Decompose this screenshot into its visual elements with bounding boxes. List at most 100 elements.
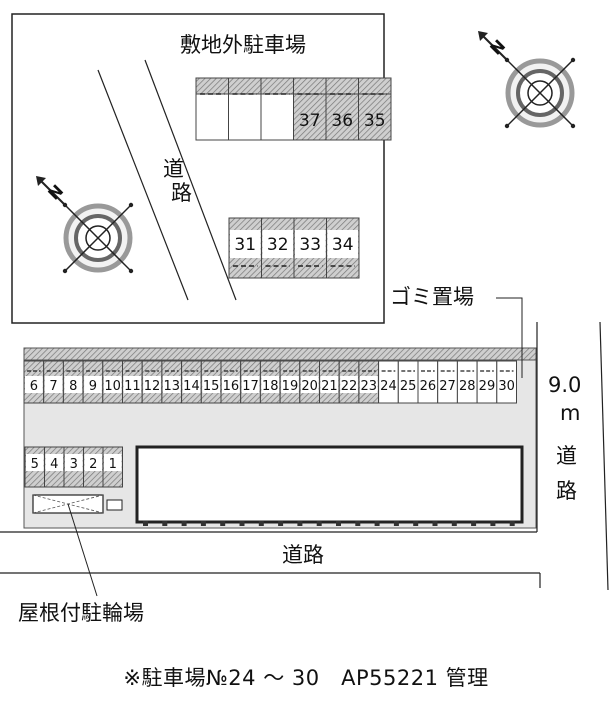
parking-space-number: 31 xyxy=(234,235,256,255)
building-column xyxy=(393,521,399,526)
building-column xyxy=(509,521,515,526)
compass-axis xyxy=(97,204,132,239)
north-letter: N xyxy=(486,36,509,59)
parking-space-label-bg xyxy=(64,376,83,393)
parking-space-number: 6 xyxy=(30,379,38,394)
parking-space-label-bg xyxy=(162,376,181,393)
hedge-strip xyxy=(23,347,537,361)
building-ticks xyxy=(143,521,515,526)
compass-arrowhead xyxy=(504,123,510,129)
parking-space-label-bg xyxy=(295,230,326,258)
north-arrowhead-icon xyxy=(36,176,46,186)
parking-space-label-bg xyxy=(44,376,63,393)
parking-space-header xyxy=(195,77,229,95)
parking-space-label-bg xyxy=(340,376,358,393)
parking-space-label-bg xyxy=(84,454,102,471)
parking-space-number: 36 xyxy=(331,111,353,131)
parking-space-number: 15 xyxy=(203,379,220,394)
parking-space-number: 18 xyxy=(262,379,279,394)
parking-space-number: 3 xyxy=(70,457,78,472)
offsite-road-edge-left xyxy=(97,69,189,301)
building-column xyxy=(490,521,496,526)
parking-space-label-bg xyxy=(26,454,44,471)
parking-space-number: 33 xyxy=(299,235,321,255)
parking-space-label-bg xyxy=(379,376,398,393)
bike-parking-box xyxy=(106,499,123,511)
north-arrow-icon xyxy=(481,34,507,60)
parking-space-number: 16 xyxy=(223,379,240,394)
parking-space-number: 25 xyxy=(400,379,417,394)
parking-space-header xyxy=(228,77,262,95)
parking-space-number: 20 xyxy=(301,379,318,394)
building-column xyxy=(336,521,341,526)
parking-space-number: 24 xyxy=(380,379,397,394)
parking-space-number: 35 xyxy=(364,111,386,131)
parking-space-number: 13 xyxy=(163,379,180,394)
parking-space-number: 4 xyxy=(50,457,58,472)
parking-space-number: 1 xyxy=(109,457,117,472)
parking-space-label-bg xyxy=(103,376,122,393)
parking-space-label-bg xyxy=(84,376,102,393)
offsite-road-edge-right xyxy=(144,59,237,301)
parking-space-header xyxy=(293,77,327,95)
parking-space-label-bg xyxy=(123,376,142,393)
building-column xyxy=(316,521,322,526)
compass-axis xyxy=(97,237,132,272)
compass-axis xyxy=(539,59,574,94)
building-column xyxy=(258,521,264,526)
building-column xyxy=(181,521,187,526)
bike-parking-label: 屋根付駐輪場 xyxy=(18,601,144,625)
building-column xyxy=(471,521,477,526)
parking-space-label-bg xyxy=(419,376,437,393)
parking-space-number: 17 xyxy=(242,379,259,394)
parking-space-label-bg xyxy=(143,376,161,393)
parking-space-number: 11 xyxy=(124,379,141,394)
compass-axis xyxy=(64,204,99,239)
compass-arrowhead xyxy=(62,268,68,274)
north-arrowhead-icon xyxy=(478,31,488,41)
parking-space-label-bg xyxy=(25,376,43,393)
compass-axis xyxy=(506,92,541,127)
parking-space-label-bg xyxy=(300,376,319,393)
parking-space-label-bg xyxy=(222,376,240,393)
parking-space-number: 9 xyxy=(89,379,97,394)
building-column xyxy=(278,521,284,526)
parking-space-number: 30 xyxy=(498,379,515,394)
offsite-road-label-1: 道 xyxy=(163,157,184,181)
bottom-road-label: 道路 xyxy=(282,543,324,567)
parking-space-number: 12 xyxy=(144,379,161,394)
footer-note: ※駐車場№24 ～ 30 AP55221 管理 xyxy=(123,666,489,690)
parking-space-header xyxy=(358,77,392,95)
side-road-edge-right xyxy=(599,321,609,591)
trash-area-label: ゴミ置場 xyxy=(390,285,474,309)
parking-space-label-bg xyxy=(478,376,496,393)
parking-space-label-bg xyxy=(45,454,63,471)
parking-space-label-bg xyxy=(202,376,220,393)
parking-space-number: 5 xyxy=(31,457,39,472)
building-column xyxy=(355,521,361,526)
parking-space-label-bg xyxy=(458,376,477,393)
building-column xyxy=(143,521,148,526)
side-road-width: 9.0 xyxy=(548,373,581,397)
side-road-unit: m xyxy=(560,401,580,425)
parking-space-number: 14 xyxy=(183,379,200,394)
parking-space-number: 21 xyxy=(321,379,338,394)
parking-space-label-bg xyxy=(262,230,293,258)
compass-arrowhead xyxy=(128,268,134,274)
building-column xyxy=(220,521,226,526)
building-column xyxy=(297,521,303,526)
parking-space-label-bg xyxy=(182,376,201,393)
building-column xyxy=(200,521,206,526)
parking-space-label-bg xyxy=(327,230,358,258)
parking-space-label-bg xyxy=(399,376,417,393)
building xyxy=(135,445,524,524)
parking-space-label-bg xyxy=(281,376,299,393)
offsite-lot-title: 敷地外駐車場 xyxy=(180,33,306,57)
parking-space-label-bg xyxy=(241,376,260,393)
parking-space-number: 37 xyxy=(299,111,321,131)
parking-space-number: 28 xyxy=(459,379,476,394)
parking-space-number: 23 xyxy=(360,379,377,394)
building-column xyxy=(432,521,438,526)
